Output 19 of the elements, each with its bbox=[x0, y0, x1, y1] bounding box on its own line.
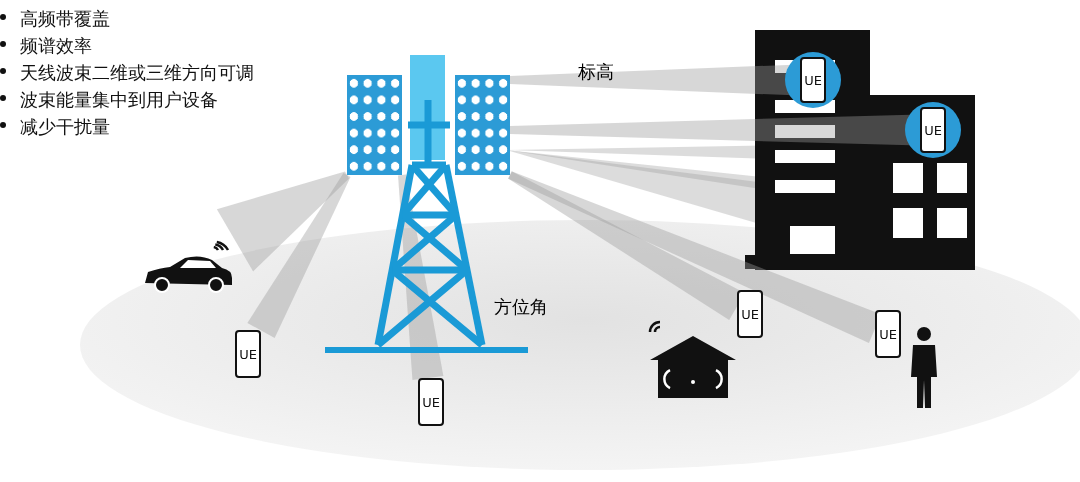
bullet-item: 波束能量集中到用户设备 bbox=[19, 88, 219, 112]
beam bbox=[216, 171, 349, 272]
antenna-panel bbox=[347, 75, 402, 175]
phone: UE bbox=[875, 310, 901, 358]
phone: UE bbox=[800, 57, 826, 103]
beam bbox=[398, 174, 444, 380]
angle-label: 方位角 bbox=[494, 295, 548, 319]
bullet-item: 高频带覆盖 bbox=[19, 7, 111, 31]
phone: UE bbox=[920, 107, 946, 153]
phone: UE bbox=[418, 378, 444, 426]
phone: UE bbox=[235, 330, 261, 378]
angle-label: 标高 bbox=[578, 60, 614, 84]
antenna-panel bbox=[455, 75, 510, 175]
bullet-item: 减少干扰量 bbox=[19, 115, 111, 139]
beam bbox=[247, 173, 351, 339]
bullet-item: 天线波束二维或三维方向可调 bbox=[19, 61, 254, 85]
phone: UE bbox=[737, 290, 763, 338]
bullet-item: 频谱效率 bbox=[19, 34, 93, 58]
house-drawing bbox=[648, 318, 738, 400]
